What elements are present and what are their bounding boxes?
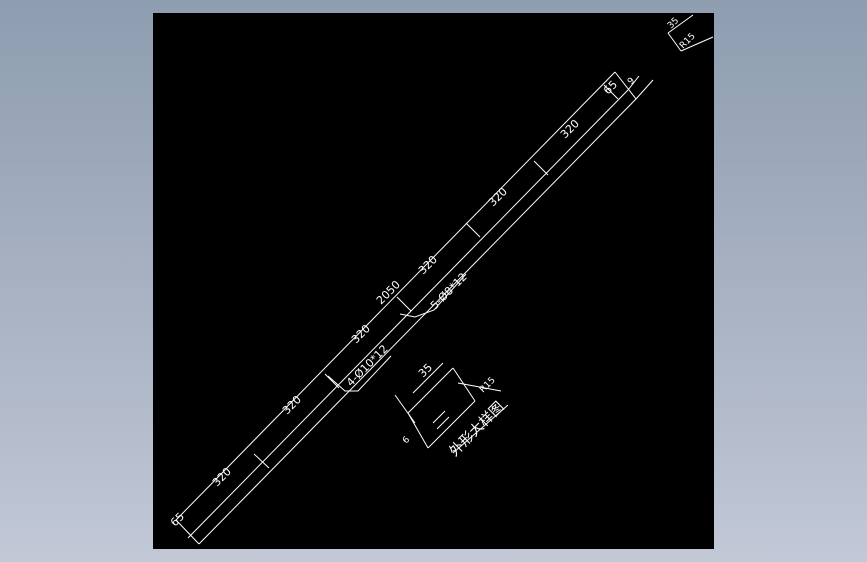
hole-note-2: 5-Ø8*12 xyxy=(428,270,470,312)
bar-outline xyxy=(175,71,654,545)
dim-end-end: 65 xyxy=(601,78,620,97)
detail-thickness: 6 xyxy=(401,435,412,446)
dim-segment-6: 320 xyxy=(558,117,582,141)
corner-radius: R15 xyxy=(678,32,698,52)
detail-view xyxy=(394,362,509,454)
corner-detail xyxy=(667,14,714,52)
detail-dim-top: 35 xyxy=(416,361,435,380)
dim-end-start: 65 xyxy=(168,510,187,529)
hole-leaders xyxy=(327,273,467,392)
dim-segment-2: 320 xyxy=(280,393,304,417)
dim-segment-4: 320 xyxy=(416,253,440,277)
dim-segment-3: 320 xyxy=(349,322,373,346)
segment-ticks xyxy=(253,84,619,469)
cad-drawing: 2050 320 320 320 320 320 320 65 65 9 4-Ø… xyxy=(168,14,714,545)
cad-viewport[interactable]: 2050 320 320 320 320 320 320 65 65 9 4-Ø… xyxy=(153,13,714,549)
detail-title: 外形大样图 xyxy=(447,399,508,460)
detail-radius: R15 xyxy=(478,376,498,396)
hole-note-1: 4-Ø10*12 xyxy=(344,342,391,389)
corner-dim-top: 35 xyxy=(666,16,681,31)
dim-segment-5: 320 xyxy=(486,185,510,209)
dim-segment-1: 320 xyxy=(210,465,234,489)
dim-end-small: 9 xyxy=(626,76,637,87)
